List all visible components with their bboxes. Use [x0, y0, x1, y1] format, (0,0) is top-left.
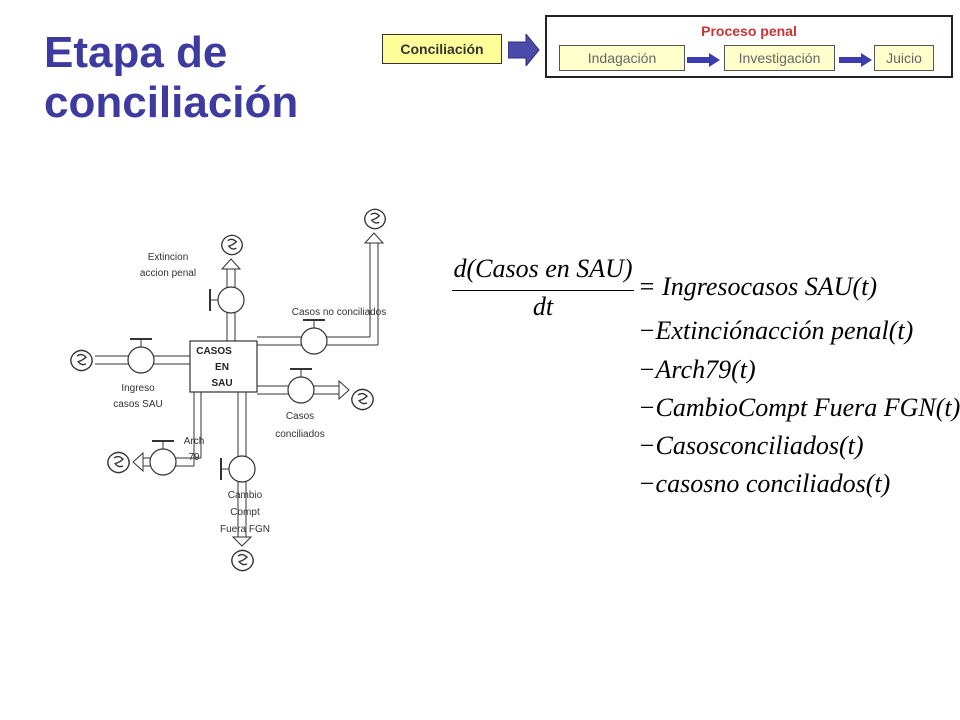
flow-label: casos SAU — [113, 399, 162, 410]
flow-casos-conciliados[interactable]: Casos conciliados — [257, 368, 374, 440]
valve-icon — [300, 327, 328, 355]
flow-label: Ingreso — [121, 383, 155, 394]
thick-arrow-right-icon — [839, 53, 872, 67]
flow-label: Arch — [184, 436, 205, 447]
page-title: Etapa de conciliación — [44, 28, 298, 128]
equation-denominator: dt — [532, 292, 554, 321]
valve-icon — [149, 448, 177, 476]
block-arrow-right-icon — [508, 34, 540, 66]
flow-casos-no-conciliados[interactable]: Casos no conciliados — [257, 208, 387, 355]
flow-arch-79[interactable]: Arch 79 — [107, 392, 205, 476]
flow-cambio-compt-fuera-fgn[interactable]: Cambio Compt Fuera FGN — [220, 392, 270, 572]
phase-indagacion[interactable]: Indagación — [559, 45, 685, 71]
cloud-source-icon — [70, 349, 93, 372]
cloud-sink-icon — [221, 234, 243, 256]
equation-first-term: = Ingresocasos SAU(t) — [638, 272, 877, 301]
page-title-line-1: Etapa de — [44, 28, 228, 77]
valve-icon — [228, 455, 256, 483]
equation-term: −CambioCompt Fuera FGN(t) — [638, 393, 960, 422]
flow-label: accion penal — [140, 268, 196, 279]
flow-label: Extincion — [148, 252, 189, 263]
flow-label: Fuera FGN — [220, 524, 270, 535]
equation-term: −Casosconciliados(t) — [638, 431, 864, 460]
flow-label: Casos — [286, 411, 314, 422]
differential-equation: d(Casos en SAU) dt = Ingresocasos SAU(t)… — [452, 254, 960, 504]
valve-icon — [287, 376, 315, 404]
phase-juicio[interactable]: Juicio — [874, 45, 934, 71]
flow-label: Compt — [230, 507, 260, 518]
flow-label: Casos no conciliados — [292, 307, 387, 318]
flow-label: Cambio — [228, 490, 263, 501]
page-title-line-2: conciliación — [44, 78, 299, 127]
fraction-bar — [452, 290, 634, 291]
flow-extincion-accion-penal[interactable]: Extincion accion penal — [140, 234, 245, 341]
cloud-sink-icon — [231, 549, 254, 572]
process-title: Proceso penal — [701, 23, 797, 39]
stock-casos-en-sau[interactable]: CASOS EN SAU — [189, 340, 258, 393]
equation-term: −Extinciónacción penal(t) — [638, 316, 914, 345]
flow-ingreso-casos-sau[interactable]: Ingreso casos SAU — [70, 338, 190, 410]
cloud-sink-icon — [107, 451, 130, 474]
stock-label-line-2: EN — [215, 362, 229, 373]
process-penal-box: Proceso penal Indagación Investigación J… — [545, 15, 953, 78]
stock-label-line-3: SAU — [211, 378, 232, 389]
stock-label-line-1: CASOS — [196, 346, 232, 357]
cloud-sink-icon — [351, 388, 374, 411]
cloud-sink-icon — [364, 208, 386, 230]
equation-numerator: d(Casos en SAU) — [453, 254, 633, 283]
equation-term: −casosno conciliados(t) — [638, 469, 891, 498]
thick-arrow-right-icon — [687, 53, 720, 67]
equation-term: −Arch79(t) — [638, 355, 756, 384]
valve-icon — [127, 346, 155, 374]
flow-label: conciliados — [275, 429, 324, 440]
stage-conciliacion-button[interactable]: Conciliación — [382, 34, 502, 64]
flow-label: 79 — [188, 452, 200, 463]
valve-icon — [217, 286, 245, 314]
phase-investigacion[interactable]: Investigación — [724, 45, 835, 71]
